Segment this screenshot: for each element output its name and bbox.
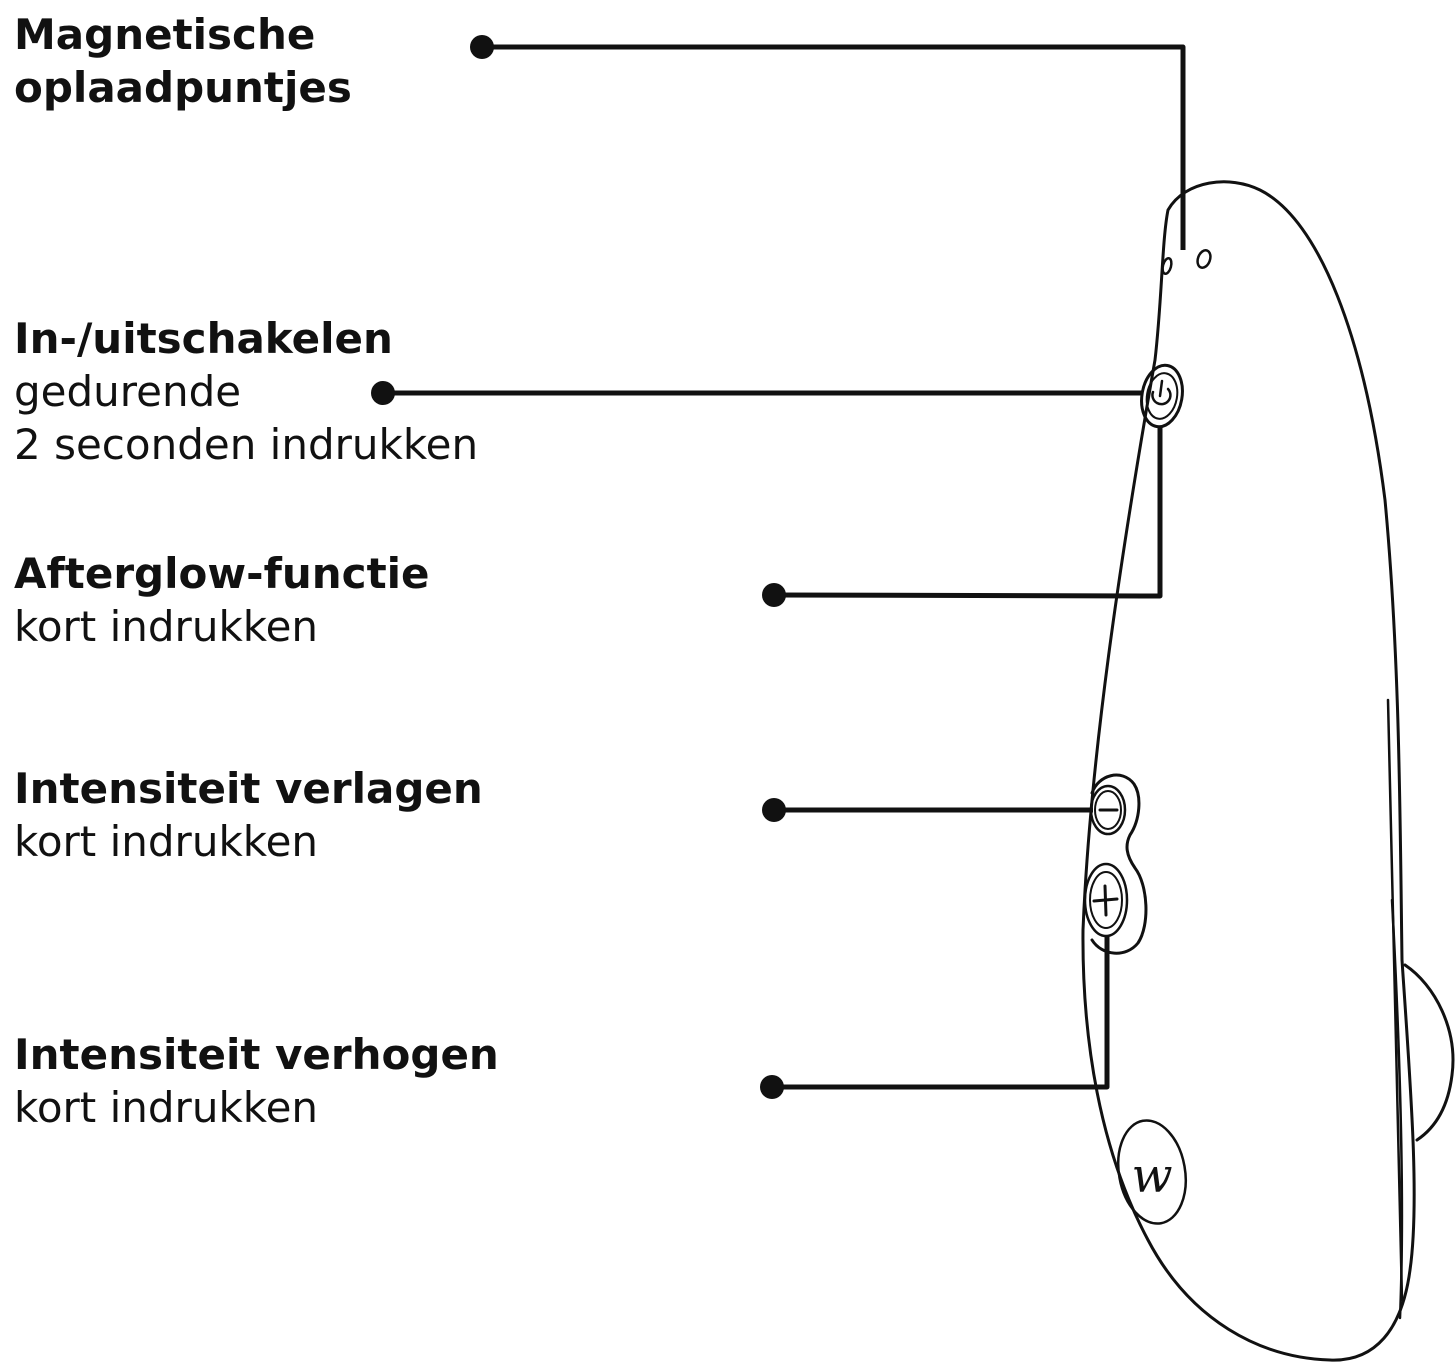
label-charging-points: Magnetische oplaadpuntjes bbox=[14, 8, 352, 114]
charging-contact-right bbox=[1196, 249, 1212, 269]
power-button-inner bbox=[1145, 372, 1179, 420]
button-cluster-housing bbox=[1090, 773, 1148, 955]
power-button[interactable] bbox=[1137, 362, 1187, 430]
label-increase: Intensiteit verhogen kort indrukken bbox=[14, 1028, 499, 1134]
leader-power-dot bbox=[371, 381, 395, 405]
brand-logo: w bbox=[1117, 1119, 1187, 1225]
label-power: In-/uitschakelen gedurende 2 seconden in… bbox=[14, 312, 478, 471]
power-title: In-/uitschakelen bbox=[14, 314, 393, 363]
label-decrease: Intensiteit verlagen kort indrukken bbox=[14, 762, 483, 868]
device-body-outline bbox=[1081, 180, 1416, 1362]
plus-button-inner bbox=[1089, 871, 1123, 929]
increase-desc: kort indrukken bbox=[14, 1083, 319, 1132]
label-afterglow: Afterglow-functie kort indrukken bbox=[14, 547, 430, 653]
device-side-line-2 bbox=[1390, 898, 1404, 1320]
device-side-line-1 bbox=[1386, 698, 1404, 1302]
leader-increase bbox=[760, 936, 1110, 1099]
leader-decrease bbox=[762, 798, 1093, 822]
leader-increase-dot bbox=[760, 1075, 784, 1099]
charging-contact-left bbox=[1161, 256, 1173, 276]
power-icon bbox=[1151, 379, 1172, 406]
power-desc-line2: 2 seconden indrukken bbox=[14, 420, 479, 469]
brand-logo-w: w bbox=[1131, 1148, 1172, 1204]
leader-afterglow-dot bbox=[762, 583, 786, 607]
power-button-outer bbox=[1140, 363, 1184, 429]
plus-icon bbox=[1092, 884, 1119, 917]
increase-title: Intensiteit verhogen bbox=[14, 1030, 499, 1079]
decrease-desc: kort indrukken bbox=[14, 817, 319, 866]
leader-power bbox=[371, 381, 1142, 405]
afterglow-title: Afterglow-functie bbox=[14, 549, 430, 598]
power-desc-line1: gedurende bbox=[14, 367, 242, 416]
brand-logo-ring bbox=[1117, 1119, 1187, 1225]
minus-button[interactable] bbox=[1089, 784, 1127, 836]
charging-points-title-line2: oplaadpuntjes bbox=[14, 63, 352, 112]
minus-button-inner bbox=[1094, 790, 1122, 830]
plus-button[interactable] bbox=[1083, 862, 1129, 938]
leader-afterglow bbox=[762, 428, 1163, 607]
charging-points-title-line1: Magnetische bbox=[14, 10, 316, 59]
decrease-title: Intensiteit verlagen bbox=[14, 764, 483, 813]
device-rear-bump bbox=[1403, 963, 1455, 1142]
leader-charging-dot bbox=[470, 35, 494, 59]
leader-charging bbox=[470, 35, 1186, 250]
leader-decrease-dot bbox=[762, 798, 786, 822]
afterglow-desc: kort indrukken bbox=[14, 602, 319, 651]
